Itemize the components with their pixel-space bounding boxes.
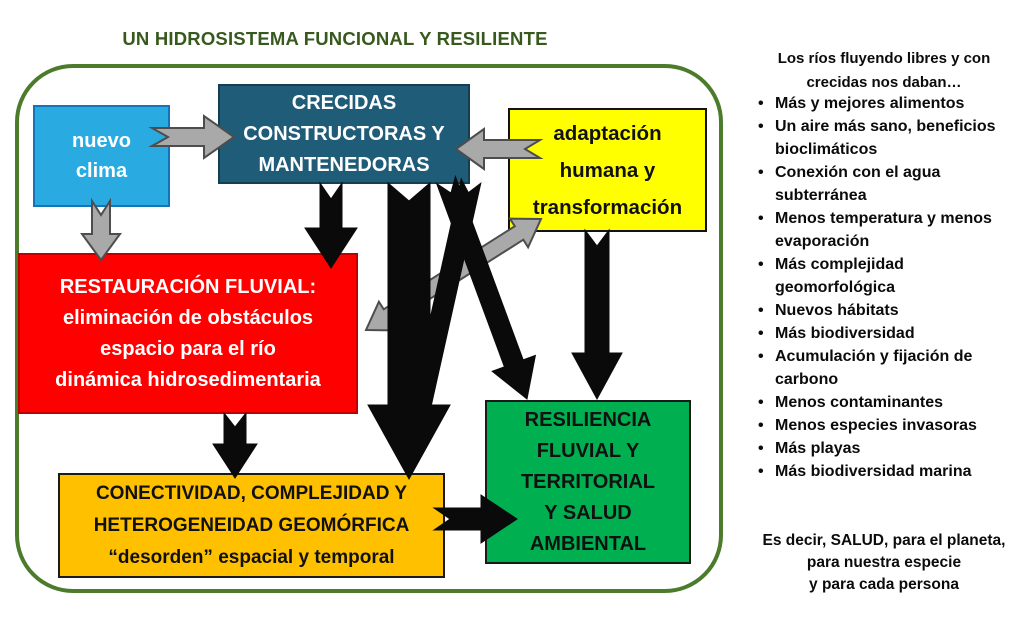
list-item: •Más biodiversidad [758,322,1020,345]
list-item: •Más y mejores alimentos [758,92,1020,115]
side-panel: Los ríos fluyendo libres y con crecidas … [748,0,1020,620]
box-adaptacion-label: adaptación humana y transformación [532,121,683,219]
list-item: •Menos especies invasoras [758,414,1020,437]
list-item: •Más biodiversidad marina [758,460,1020,483]
box-resiliencia-label: RESILIENCIA FLUVIAL Y TERRITORIAL Y SALU… [520,408,656,555]
page-title: UN HIDROSISTEMA FUNCIONAL Y RESILIENTE [122,28,548,49]
bullet-icon: • [758,95,764,112]
box-adaptacion: adaptación humana y transformación [508,108,707,232]
bullet-icon: • [758,302,764,319]
side-panel-heading: Los ríos fluyendo libres y con crecidas … [777,50,991,91]
diagram-container [15,64,723,593]
bullet-icon: • [758,417,764,434]
bullet-icon: • [758,348,764,365]
list-item: •Conexión con el agua subterránea [758,161,1020,207]
benefits-list: •Más y mejores alimentos •Un aire más sa… [758,92,1020,483]
box-crecidas-label: CRECIDAS CONSTRUCTORAS Y MANTENEDORAS [243,91,445,176]
list-item: •Menos temperatura y menos evaporación [758,207,1020,253]
box-conectividad-label: CONECTIVIDAD, COMPLEJIDAD Y HETEROGENEID… [93,482,410,568]
list-item: •Nuevos hábitats [758,299,1020,322]
list-item: •Menos contaminantes [758,391,1020,414]
box-restauracion-label: RESTAURACIÓN FLUVIAL: eliminación de obs… [55,275,321,391]
bullet-icon: • [758,440,764,457]
box-resiliencia: RESILIENCIA FLUVIAL Y TERRITORIAL Y SALU… [485,400,691,564]
box-restauracion: RESTAURACIÓN FLUVIAL: eliminación de obs… [18,253,358,414]
side-panel-footer: Es decir, SALUD, para el planeta, para n… [762,531,1006,593]
list-item: •Acumulación y fijación de carbono [758,345,1020,391]
box-nuevo-clima-label: nuevo clima [72,130,131,182]
box-crecidas: CRECIDAS CONSTRUCTORAS Y MANTENEDORAS [218,84,470,184]
bullet-icon: • [758,325,764,342]
list-item: •Un aire más sano, beneficios bioclimáti… [758,115,1020,161]
bullet-icon: • [758,256,764,273]
bullet-icon: • [758,463,764,480]
bullet-icon: • [758,210,764,227]
box-conectividad: CONECTIVIDAD, COMPLEJIDAD Y HETEROGENEID… [58,473,445,578]
box-nuevo-clima: nuevo clima [33,105,170,207]
bullet-icon: • [758,394,764,411]
list-item: •Más playas [758,437,1020,460]
list-item: •Más complejidad geomorfológica [758,253,1020,299]
bullet-icon: • [758,164,764,181]
bullet-icon: • [758,118,764,135]
